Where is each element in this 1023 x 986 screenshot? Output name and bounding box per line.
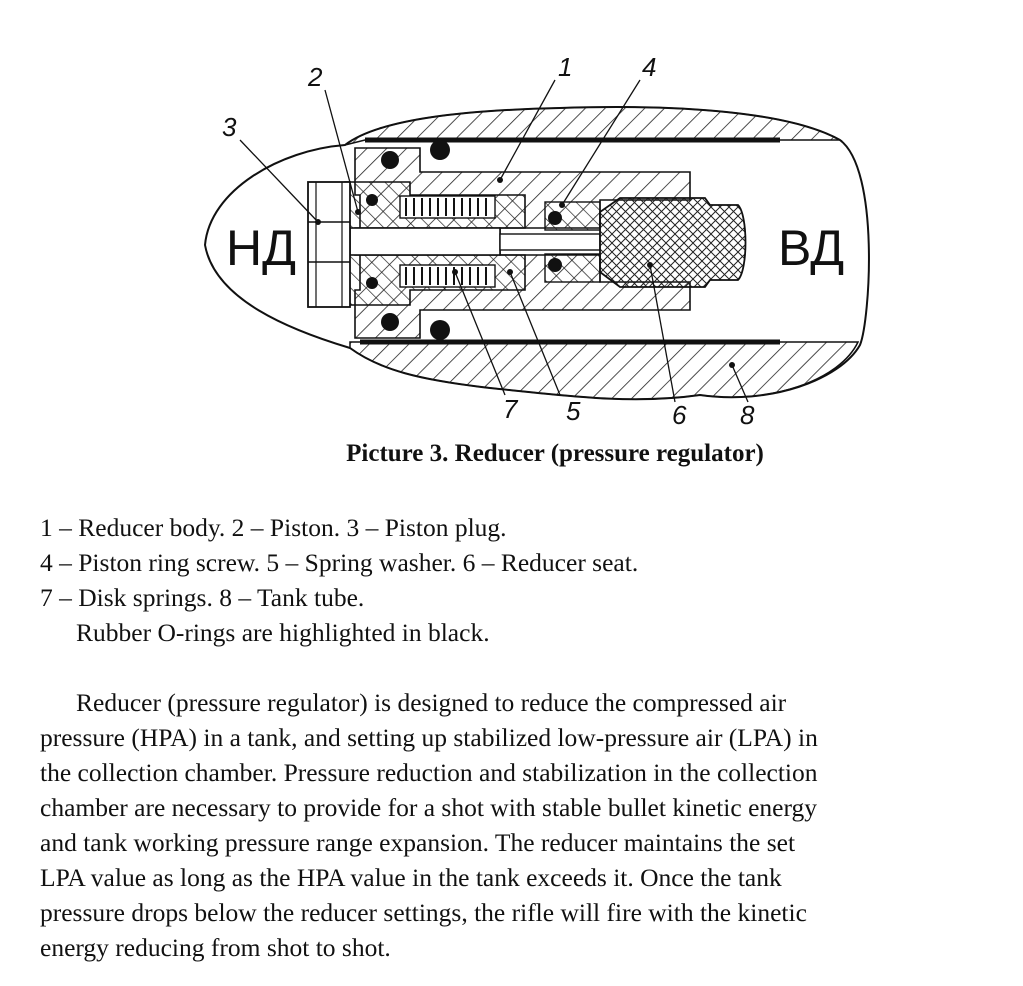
piston-plug — [307, 181, 351, 308]
paragraph-line-8: energy reducing from shot to shot. — [40, 933, 391, 962]
callout-2: 2 — [307, 62, 323, 92]
tank-tube-bottom — [349, 341, 860, 400]
paragraph-line-5: and tank working pressure range expansio… — [40, 828, 796, 857]
paragraph-line-6: LPA value as long as the HPA value in th… — [40, 863, 782, 892]
callout-1: 1 — [558, 52, 572, 82]
reducer-drawing: 1 2 3 4 5 6 7 8 НД ВД — [203, 52, 870, 430]
callout-4: 4 — [642, 52, 656, 82]
figure-caption: Picture 3. Reducer (pressure regulator) — [346, 440, 764, 467]
legend-note: Rubber O-rings are highlighted in black. — [76, 618, 490, 647]
reducer-diagram: 1 2 3 4 5 6 7 8 НД ВД — [0, 0, 1023, 440]
disk-springs — [399, 195, 496, 288]
callout-6: 6 — [672, 400, 687, 430]
paragraph-line-2: pressure (HPA) in a tank, and setting up… — [40, 723, 818, 752]
callout-8: 8 — [740, 400, 755, 430]
callout-7: 7 — [503, 394, 519, 424]
paragraph-line-3: the collection chamber. Pressure reducti… — [40, 758, 818, 787]
legend-line-3: 7 – Disk springs. 8 – Tank tube. — [40, 583, 365, 612]
paragraph-line-4: chamber are necessary to provide for a s… — [40, 793, 818, 822]
legend-line-1: 1 – Reducer body. 2 – Piston. 3 – Piston… — [40, 513, 507, 542]
low-pressure-label: НД — [226, 220, 296, 276]
paragraph-line-7: pressure drops below the reducer setting… — [40, 898, 807, 927]
reducer-seat — [599, 197, 747, 288]
paragraph-line-1: Reducer (pressure regulator) is designed… — [76, 688, 787, 717]
legend-line-2: 4 – Piston ring screw. 5 – Spring washer… — [40, 548, 639, 577]
high-pressure-label: ВД — [778, 220, 844, 276]
callout-5: 5 — [566, 396, 581, 426]
tank-tube-top — [344, 106, 843, 146]
callout-3: 3 — [222, 112, 237, 142]
o-rings — [366, 140, 562, 340]
